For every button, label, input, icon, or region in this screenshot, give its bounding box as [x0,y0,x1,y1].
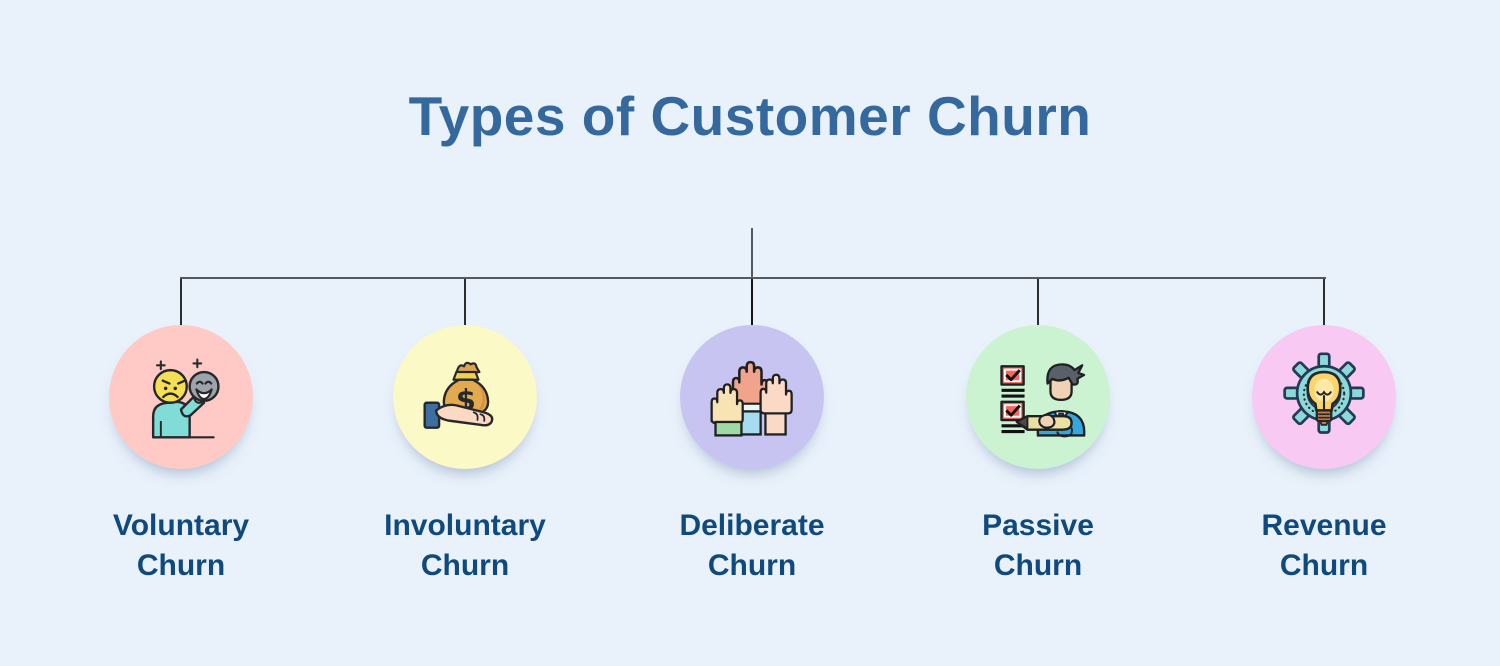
voluntary-churn-circle [109,325,253,469]
person-holding-mask-icon [151,358,220,439]
connector-drop [464,279,466,327]
involuntary-churn-label: Involuntary Churn [384,509,546,582]
connector-drop [1323,279,1325,327]
revenue-churn-label: Revenue Churn [1261,509,1387,582]
passive-churn-label: Passive Churn [982,509,1094,582]
involuntary-churn-circle: $ [393,325,537,469]
connector-drop [1037,279,1039,327]
page-title: Types of Customer Churn [408,85,1092,147]
deliberate-churn-label: Deliberate Churn [679,509,825,582]
money-bag-in-hand-icon: $ [423,361,494,429]
connector-horizontal [180,277,1326,279]
voluntary-churn-label: Voluntary Churn [112,509,250,582]
connector-stem [751,228,753,278]
raised-hands-icon [710,360,793,437]
checklist-person-icon [1000,363,1086,438]
deliberate-churn-circle [680,325,824,469]
gear-lightbulb-icon [1283,352,1365,434]
connector-drop [751,279,753,330]
passive-churn-circle [966,325,1110,469]
connector-drop [180,279,182,327]
revenue-churn-circle [1252,325,1396,469]
